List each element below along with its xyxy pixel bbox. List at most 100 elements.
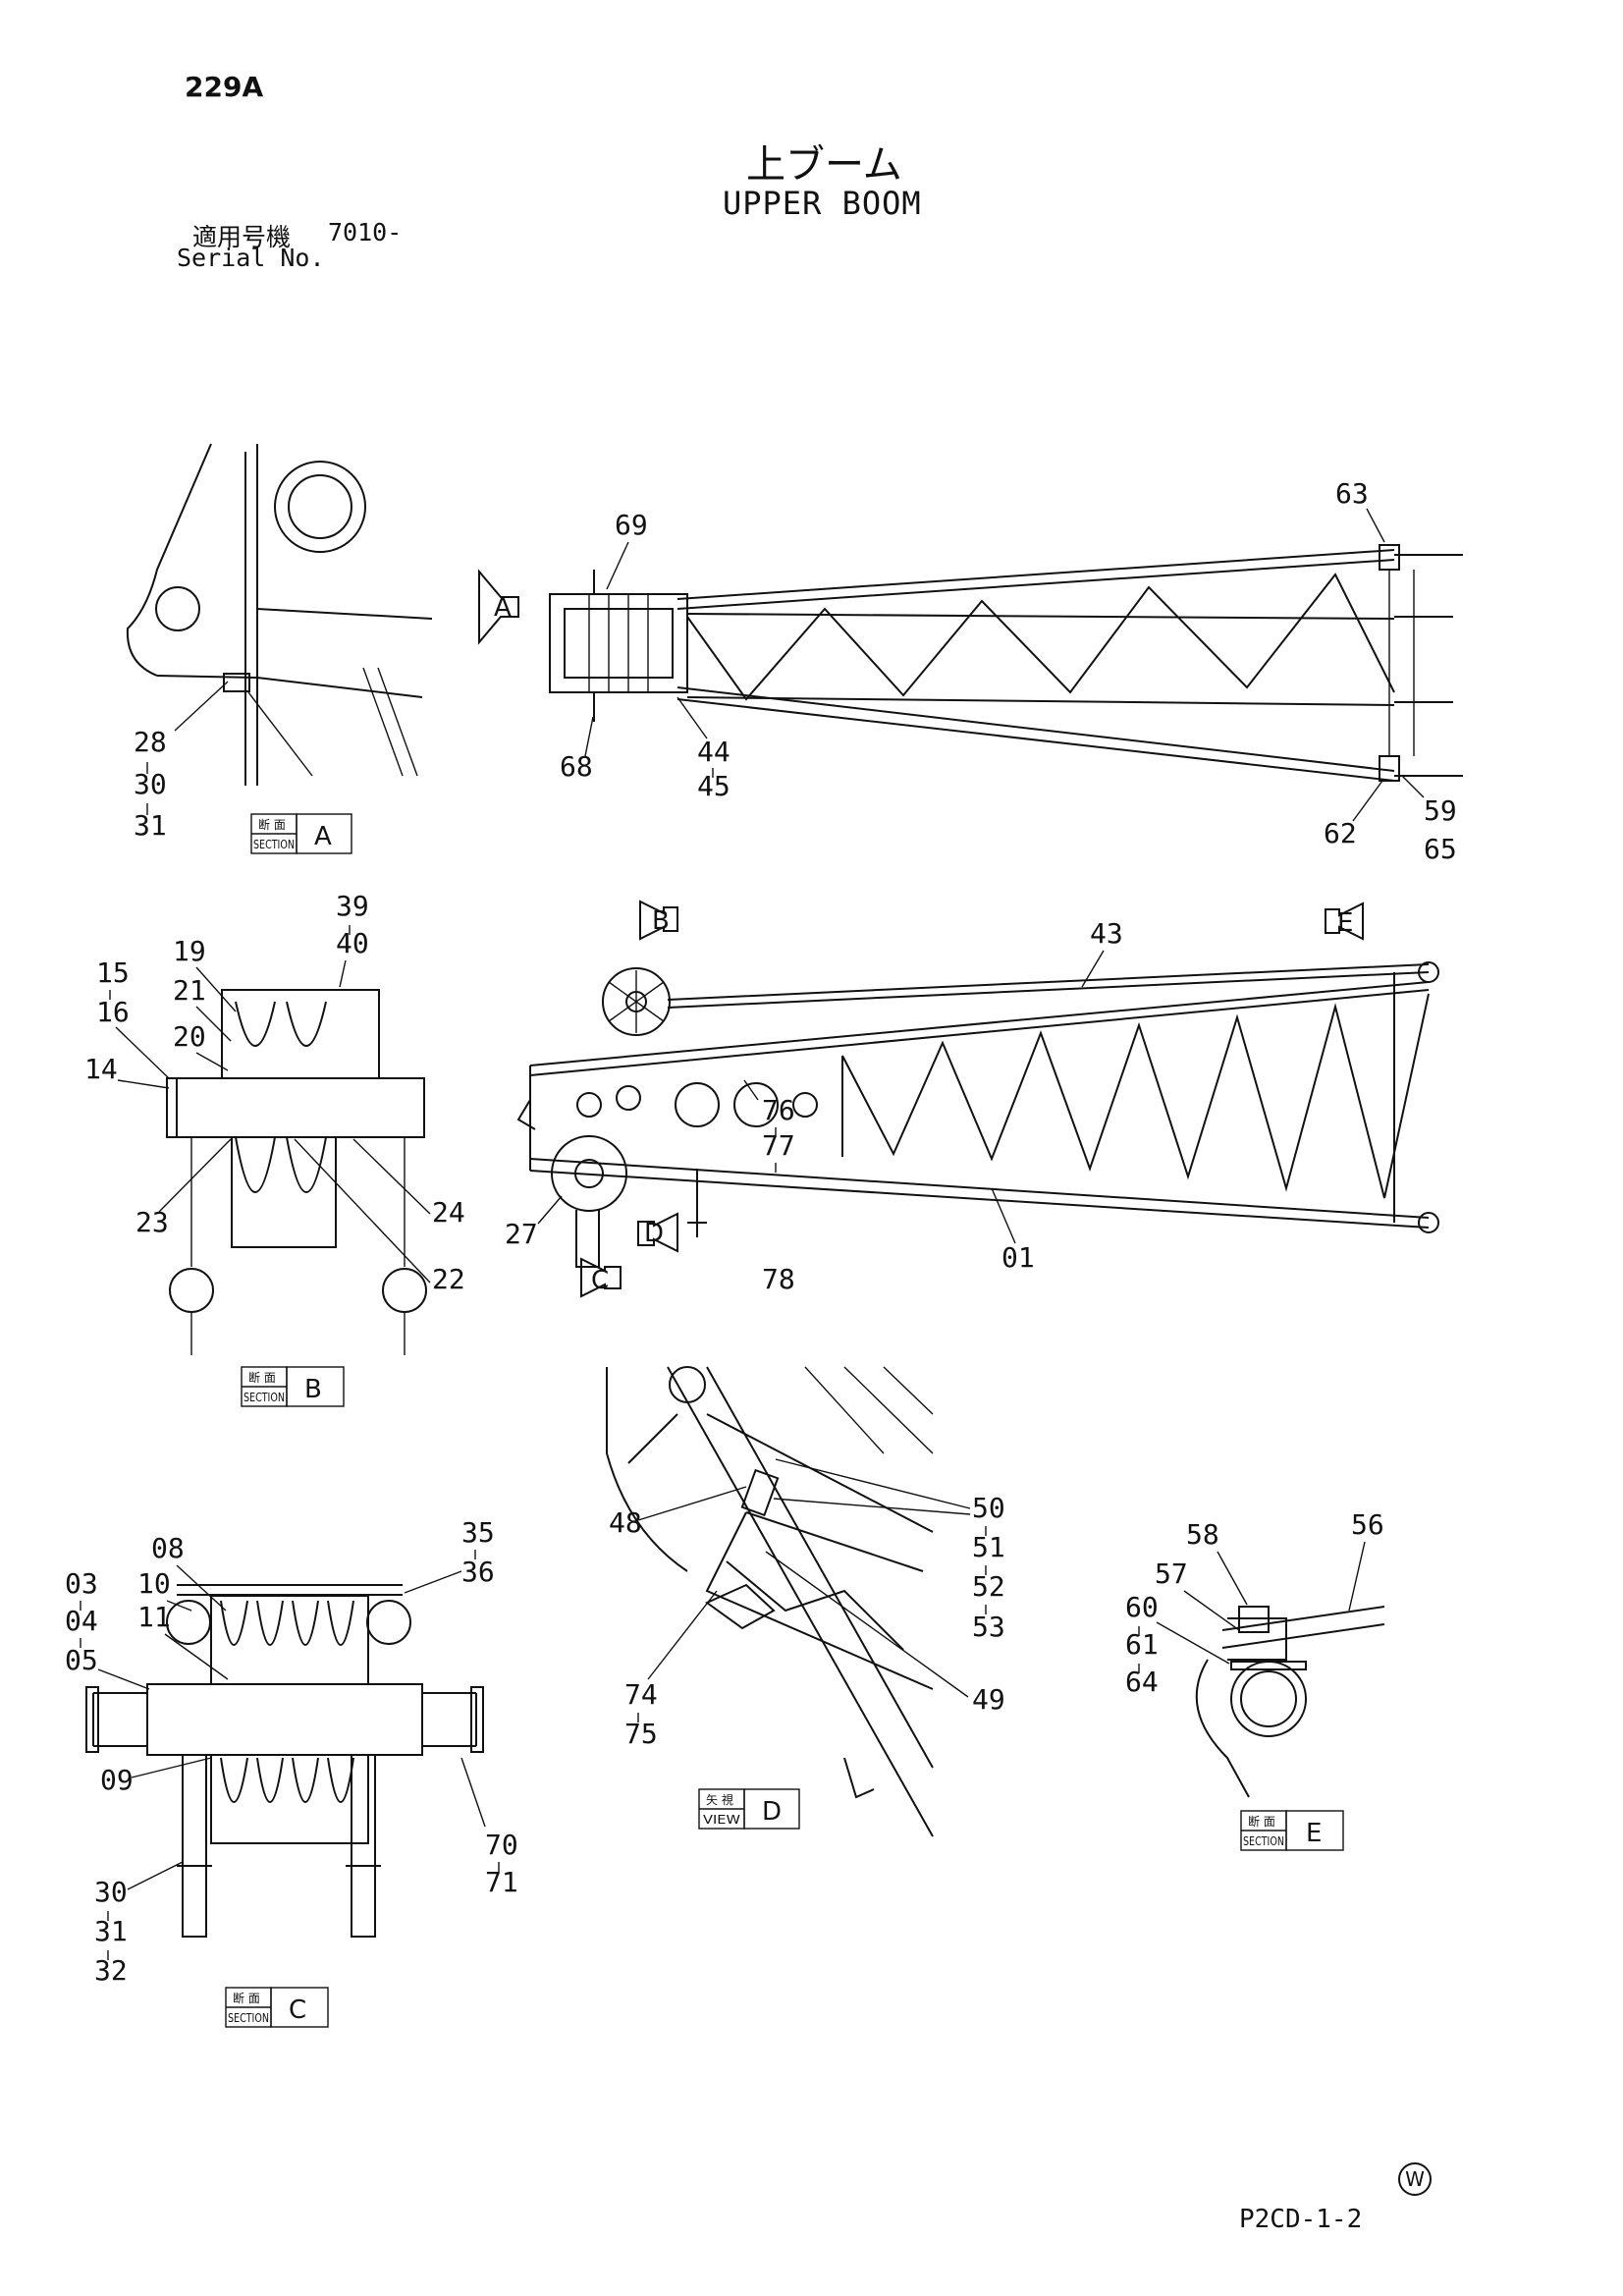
section-a-drawing — [126, 443, 433, 786]
callout-30: 30 — [94, 1876, 128, 1908]
callout-04: 04 — [65, 1605, 98, 1637]
callout-50: 50 — [972, 1492, 1005, 1524]
callout-57: 57 — [1155, 1558, 1188, 1590]
callout-19: 19 — [173, 935, 206, 967]
callout-45: 45 — [697, 770, 730, 802]
callout-16: 16 — [96, 996, 130, 1028]
callout-61: 61 — [1125, 1628, 1159, 1661]
view-d-callouts: 48 50 51 52 53 49 74 75 — [609, 1458, 1005, 1750]
callout-78: 78 — [762, 1263, 795, 1295]
callout-58: 58 — [1186, 1518, 1219, 1551]
callout-30: 30 — [134, 768, 167, 800]
section-e-word: SECTION — [1243, 1834, 1284, 1848]
callout-56: 56 — [1351, 1508, 1384, 1541]
callout-28: 28 — [134, 726, 167, 758]
section-e-tag: 断 面 SECTION E — [1240, 1810, 1344, 1851]
callout-27: 27 — [505, 1218, 538, 1250]
callout-64: 64 — [1125, 1666, 1159, 1698]
section-b-drawing — [166, 989, 427, 1355]
callout-49: 49 — [972, 1683, 1005, 1716]
callout-21: 21 — [173, 974, 206, 1007]
section-c-drawing — [85, 1584, 484, 1938]
callout-62: 62 — [1324, 817, 1357, 849]
page-number: 229A — [185, 71, 264, 103]
callout-63: 63 — [1335, 477, 1369, 510]
callout-32: 32 — [94, 1954, 128, 1987]
callout-75: 75 — [624, 1718, 658, 1750]
section-b-word: SECTION — [243, 1391, 285, 1404]
view-d-letter: D — [762, 1797, 782, 1827]
section-c-word: SECTION — [228, 2011, 269, 2025]
section-b-tag: 断 面 SECTION B — [241, 1366, 345, 1407]
callout-68: 68 — [560, 750, 593, 783]
callout-60: 60 — [1125, 1591, 1159, 1623]
view-d-drawing — [606, 1366, 934, 1837]
section-b-kanji: 断 面 — [248, 1370, 276, 1385]
callout-76: 76 — [762, 1094, 795, 1126]
serial-value: 7010- — [328, 218, 403, 246]
callout-05: 05 — [65, 1644, 98, 1676]
callout-09: 09 — [100, 1764, 134, 1796]
callout-39: 39 — [336, 890, 369, 922]
callout-70: 70 — [485, 1829, 518, 1861]
callout-44: 44 — [697, 736, 730, 768]
section-c-tag: 断 面 SECTION C — [225, 1987, 329, 2028]
callout-59: 59 — [1424, 794, 1457, 827]
title-japanese: 上ブーム — [746, 142, 902, 188]
view-d-tag: 矢 視 VIEW D — [698, 1788, 800, 1830]
callout-74: 74 — [624, 1678, 658, 1711]
section-c-kanji: 断 面 — [233, 1991, 260, 2005]
view-d-word: VIEW — [703, 1813, 740, 1827]
side-view-arrow-e: E — [1337, 908, 1353, 938]
callout-01: 01 — [1001, 1241, 1035, 1274]
section-c-letter: C — [289, 1995, 306, 2025]
side-view-drawing — [516, 900, 1439, 1298]
section-a-word: SECTION — [253, 838, 295, 851]
view-d-kanji: 矢 視 — [706, 1792, 733, 1807]
maker-mark: W — [1398, 2162, 1432, 2196]
side-view-arrow-c: C — [591, 1266, 609, 1295]
callout-71: 71 — [485, 1866, 518, 1898]
side-view-arrow-d: D — [644, 1219, 664, 1248]
section-a-tag: 断 面 SECTION A — [250, 813, 352, 854]
section-e-drawing — [1195, 1606, 1385, 1798]
callout-48: 48 — [609, 1506, 642, 1539]
callout-22: 22 — [432, 1263, 465, 1295]
callout-52: 52 — [972, 1570, 1005, 1603]
callout-03: 03 — [65, 1567, 98, 1600]
callout-53: 53 — [972, 1611, 1005, 1643]
callout-31: 31 — [134, 809, 167, 842]
callout-24: 24 — [432, 1196, 465, 1229]
section-a-letter: A — [314, 822, 332, 851]
section-b-callouts: 39 40 19 21 20 15 16 14 23 24 22 — [84, 890, 465, 1295]
drawing-code: P2CD-1-2 — [1239, 2205, 1363, 2234]
section-a-kanji: 断 面 — [258, 817, 286, 832]
title-english: UPPER BOOM — [723, 185, 922, 222]
callout-10: 10 — [137, 1567, 171, 1600]
callout-51: 51 — [972, 1531, 1005, 1563]
callout-35: 35 — [461, 1516, 495, 1549]
callout-14: 14 — [84, 1053, 118, 1085]
callout-65: 65 — [1424, 833, 1457, 865]
section-e-letter: E — [1306, 1819, 1322, 1848]
section-b-letter: B — [304, 1375, 322, 1404]
top-view-drawing — [478, 544, 1463, 782]
serial-label-japanese: 適用号機 — [192, 223, 292, 251]
section-c-callouts: 35 36 08 10 03 11 04 05 09 70 71 30 3 — [65, 1516, 518, 1987]
callout-31: 31 — [94, 1915, 128, 1947]
side-view-callouts: B E D C 43 27 76 77 78 01 — [505, 906, 1353, 1295]
callout-43: 43 — [1090, 917, 1123, 950]
callout-36: 36 — [461, 1556, 495, 1588]
callout-23: 23 — [135, 1206, 169, 1238]
section-a-callouts: 28 30 31 — [134, 726, 167, 842]
top-view-callouts: A 69 68 44 45 63 62 59 65 — [494, 477, 1457, 865]
callout-77: 77 — [762, 1129, 795, 1162]
callout-11: 11 — [137, 1601, 171, 1633]
callout-08: 08 — [151, 1532, 185, 1564]
callout-15: 15 — [96, 957, 130, 989]
serial-label-english: Serial No. — [177, 244, 325, 272]
callout-20: 20 — [173, 1020, 206, 1053]
callout-40: 40 — [336, 927, 369, 959]
